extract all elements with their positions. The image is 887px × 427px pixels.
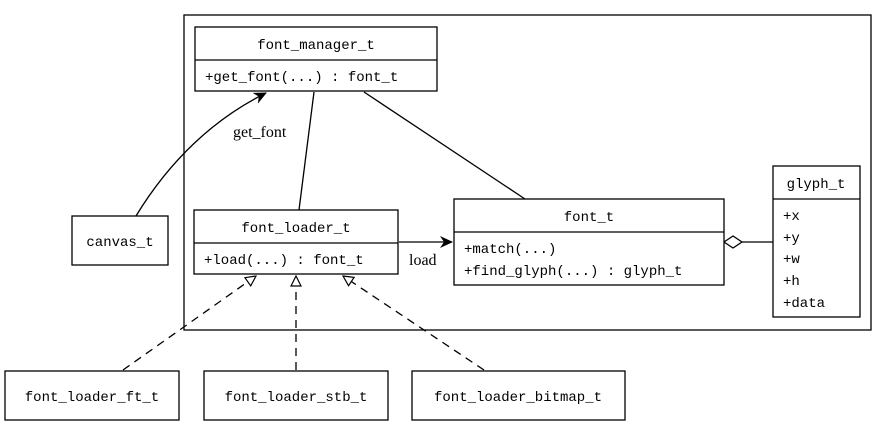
edge-label-load: load — [409, 252, 437, 269]
class-font-member: +find_glyph(...) : glyph_t — [464, 264, 682, 280]
association-manager-loader — [298, 91, 315, 211]
class-font-loader-member: +load(...) : font_t — [204, 253, 364, 269]
class-font-loader-ft[interactable]: font_loader_ft_t — [4, 370, 180, 421]
association-manager-font — [363, 91, 526, 200]
class-glyph-member: +w — [783, 252, 800, 268]
class-font-manager-name: font_manager_t — [257, 38, 375, 54]
class-glyph-member: +x — [783, 209, 800, 225]
realization-bitmap — [343, 276, 485, 371]
class-font-name: font_t — [564, 210, 614, 226]
class-font-loader-stb-name: font_loader_stb_t — [225, 390, 368, 406]
class-font-member: +match(...) — [464, 242, 556, 258]
class-font-loader-bitmap[interactable]: font_loader_bitmap_t — [411, 370, 626, 421]
class-font-loader[interactable]: font_loader_t +load(...) : font_t — [193, 209, 399, 275]
class-glyph-member: +y — [783, 231, 800, 247]
class-canvas[interactable]: canvas_t — [71, 215, 169, 266]
class-glyph-member: +data — [783, 296, 825, 312]
class-font-loader-stb[interactable]: font_loader_stb_t — [203, 370, 389, 421]
edge-label-get-font: get_font — [233, 124, 287, 141]
class-glyph[interactable]: glyph_t +x +y +w +h +data — [772, 165, 861, 318]
class-glyph-name: glyph_t — [787, 177, 846, 193]
class-canvas-name: canvas_t — [86, 235, 153, 251]
class-font-manager[interactable]: font_manager_t +get_font(...) : font_t — [194, 26, 438, 92]
aggregation-diamond — [722, 235, 744, 249]
class-glyph-member: +h — [783, 274, 800, 290]
class-font[interactable]: font_t +match(...) +find_glyph(...) : gl… — [453, 198, 725, 286]
package-frame — [183, 14, 872, 331]
class-font-manager-member: +get_font(...) : font_t — [205, 70, 398, 86]
class-font-loader-name: font_loader_t — [241, 221, 350, 237]
class-font-loader-ft-name: font_loader_ft_t — [25, 390, 159, 406]
class-font-loader-bitmap-name: font_loader_bitmap_t — [434, 390, 602, 406]
get-font-arrow — [135, 92, 267, 217]
realization-ft — [122, 276, 256, 371]
